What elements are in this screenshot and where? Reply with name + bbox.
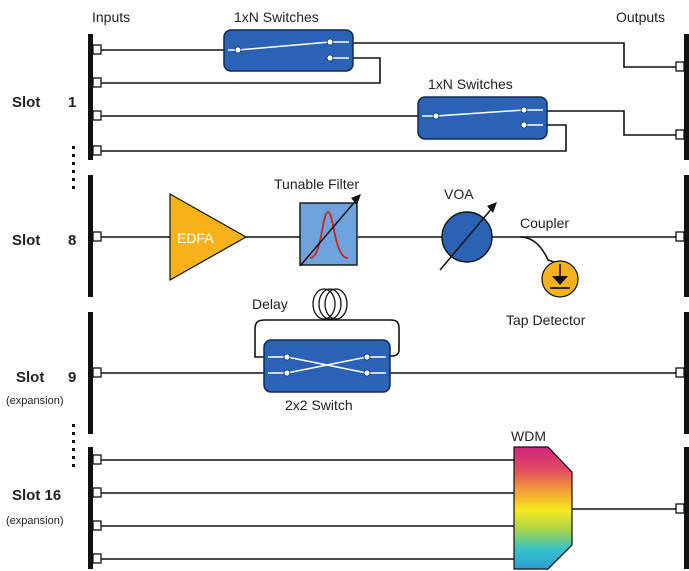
wdm-label: WDM xyxy=(511,428,546,444)
edfa-amplifier: EDFA xyxy=(169,192,248,282)
svg-text:Slot: Slot xyxy=(16,369,44,386)
output-bars xyxy=(684,34,689,569)
slot-1-label: Slot 1 xyxy=(12,94,76,111)
ellipsis-dots-lower xyxy=(72,424,75,467)
wdm-multiplexer: WDM xyxy=(511,428,573,570)
slot-9-wiring xyxy=(99,319,677,374)
slot-1-input-ports xyxy=(92,44,102,156)
outputs-header: Outputs xyxy=(616,9,665,25)
switch-1-label: 1xN Switches xyxy=(234,9,319,25)
switch-2-label: 1xN Switches xyxy=(428,76,513,92)
slot-16-input-ports xyxy=(92,454,102,564)
voa-label: VOA xyxy=(444,186,474,202)
svg-text:Slot 16: Slot 16 xyxy=(12,487,61,504)
slot-1-output-ports xyxy=(675,61,685,140)
tap-detector-label: Tap Detector xyxy=(506,312,586,328)
tunable-filter: Tunable Filter xyxy=(274,176,361,267)
slot-16-output-port xyxy=(675,503,685,514)
1xn-switch-1: 1xN Switches xyxy=(223,9,354,72)
slot-16-label: Slot 16 (expansion) xyxy=(6,487,63,527)
svg-text:(expansion): (expansion) xyxy=(6,515,63,527)
coupler-label: Coupler xyxy=(520,215,569,231)
slot-1-wiring xyxy=(99,42,677,152)
1xn-switch-2: 1xN Switches xyxy=(417,76,548,140)
svg-text:(expansion): (expansion) xyxy=(6,395,63,407)
slot-9-input-port xyxy=(92,367,102,378)
svg-text:8: 8 xyxy=(68,232,76,249)
slot-9-label: Slot 9 (expansion) xyxy=(6,369,76,407)
svg-text:Slot: Slot xyxy=(12,94,40,111)
tunable-filter-label: Tunable Filter xyxy=(274,176,359,192)
delay-label: Delay xyxy=(252,296,288,312)
svg-text:9: 9 xyxy=(68,369,76,386)
input-bars xyxy=(88,34,93,569)
tap-detector: Tap Detector xyxy=(506,260,586,328)
2x2-switch-label: 2x2 Switch xyxy=(285,397,353,413)
svg-text:1: 1 xyxy=(68,94,76,111)
svg-text:Slot: Slot xyxy=(12,232,40,249)
slot-16-wiring xyxy=(99,459,677,560)
slot-8-input-port xyxy=(92,231,102,242)
slot-9-output-port xyxy=(675,367,685,378)
slot-8-label: Slot 8 xyxy=(12,232,76,249)
slot-8-wiring xyxy=(99,236,677,265)
edfa-label: EDFA xyxy=(177,230,214,246)
slot-8-output-port xyxy=(675,231,685,242)
delay-fiber-coil: Delay xyxy=(252,288,348,320)
inputs-header: Inputs xyxy=(92,9,130,25)
2x2-switch: 2x2 Switch xyxy=(263,339,391,413)
ellipsis-dots-upper xyxy=(72,146,75,189)
voa-attenuator: VOA xyxy=(439,186,497,271)
